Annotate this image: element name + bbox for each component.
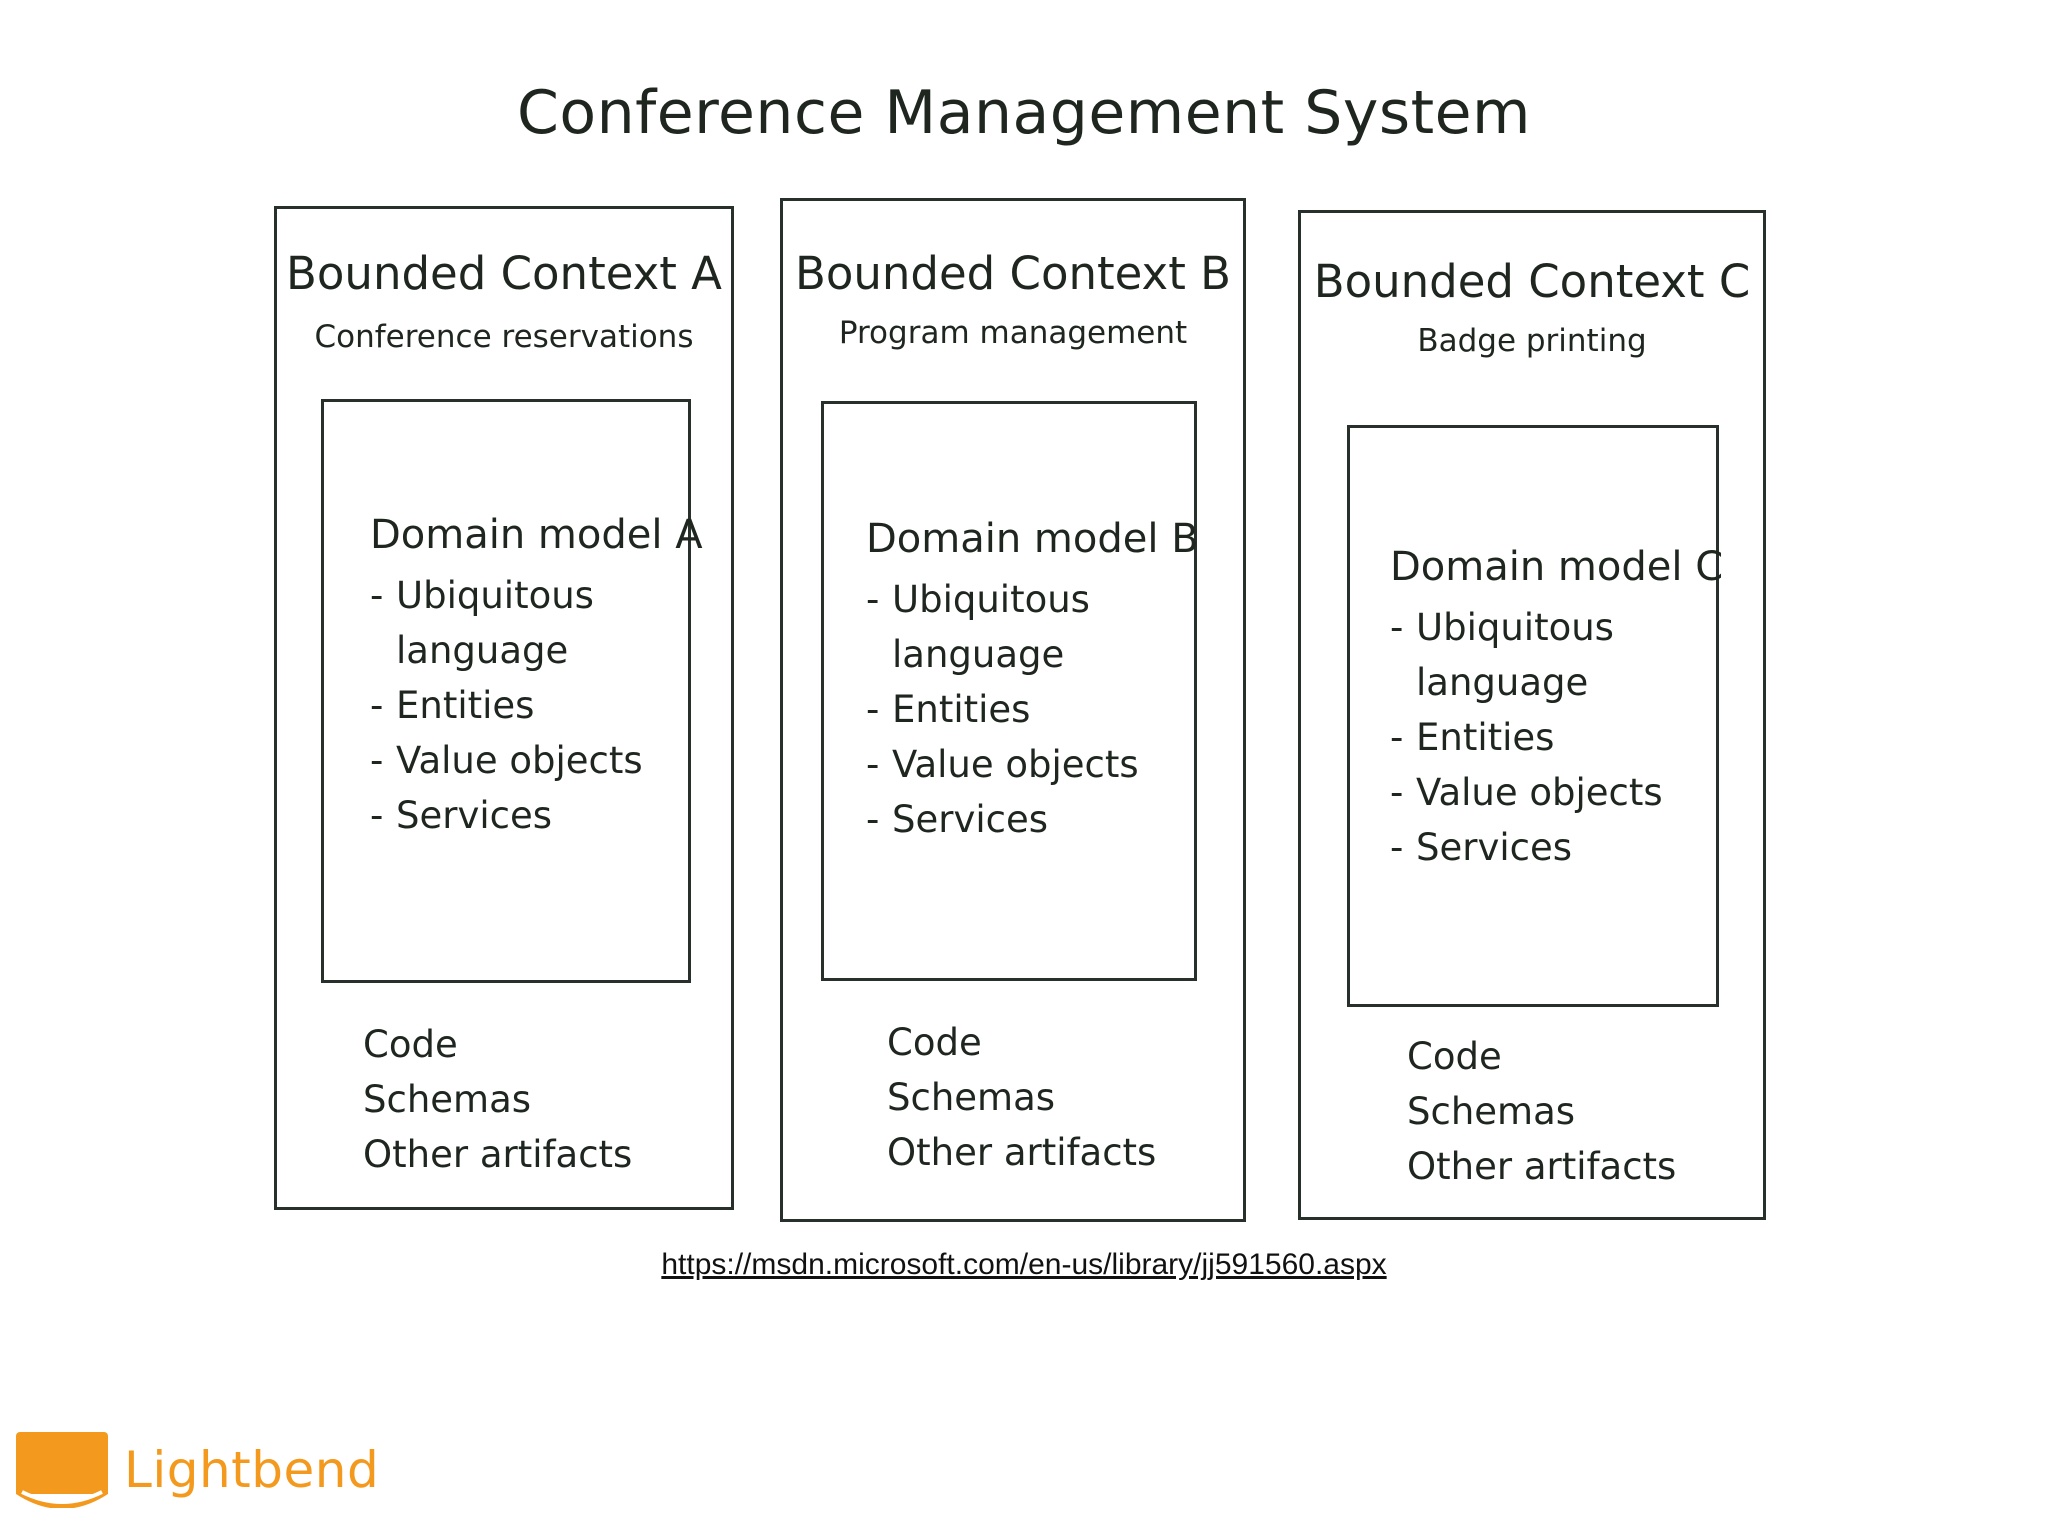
list-item: -Services [1390, 826, 1573, 869]
artifact-item: Code [363, 1023, 458, 1066]
domain-model-box: Domain model B -Ubiquitous language -Ent… [821, 401, 1199, 981]
domain-model-box: Domain model C -Ubiquitous language -Ent… [1347, 425, 1723, 1007]
domain-model-list: -Ubiquitous language -Entities -Value ob… [866, 572, 1199, 847]
diagram-title: Conference Management System [517, 78, 1531, 148]
list-item: -Value objects [1390, 771, 1663, 814]
list-item: -Ubiquitous language [1390, 606, 1614, 704]
domain-model-title: Domain model A [370, 512, 703, 558]
list-item: -Ubiquitous language [370, 574, 594, 672]
lightbend-logo: Lightbend [16, 1432, 379, 1508]
source-link[interactable]: https://msdn.microsoft.com/en-us/library… [661, 1248, 1387, 1281]
artifacts-list: Code Schemas Other artifacts [363, 1017, 632, 1182]
context-subtitle: Conference reservations [314, 319, 694, 355]
list-item: -Services [866, 798, 1049, 841]
artifact-item: Schemas [1407, 1090, 1576, 1133]
context-subtitle: Program management [838, 315, 1188, 351]
bounded-context-b: Bounded Context B Program management Dom… [780, 198, 1246, 1222]
artifact-item: Schemas [887, 1076, 1056, 1119]
bounded-context-a: Bounded Context A Conference reservation… [274, 206, 734, 1210]
bounded-context-c: Bounded Context C Badge printing Domain … [1298, 210, 1766, 1220]
artifact-item: Other artifacts [1407, 1145, 1677, 1188]
artifact-item: Code [887, 1021, 982, 1064]
artifacts-list: Code Schemas Other artifacts [887, 1015, 1156, 1180]
list-item: -Entities [1390, 716, 1555, 759]
domain-model-list: -Ubiquitous language -Entities -Value ob… [1390, 600, 1723, 875]
artifact-item: Schemas [363, 1078, 532, 1121]
list-item: -Value objects [866, 743, 1139, 786]
domain-model-list: -Ubiquitous language -Entities -Value ob… [370, 568, 703, 843]
list-item: -Ubiquitous language [866, 578, 1090, 676]
context-subtitle: Badge printing [1417, 323, 1647, 359]
domain-model-title: Domain model B [866, 516, 1199, 562]
artifact-item: Other artifacts [887, 1131, 1157, 1174]
artifact-item: Other artifacts [363, 1133, 633, 1176]
artifacts-list: Code Schemas Other artifacts [1407, 1029, 1676, 1194]
lightbend-logo-icon [16, 1432, 108, 1508]
list-item: -Entities [370, 684, 535, 727]
list-item: -Services [370, 794, 553, 837]
logo-text: Lightbend [124, 1441, 380, 1499]
context-title: Bounded Context A [286, 247, 722, 300]
domain-model-title: Domain model C [1390, 544, 1724, 590]
context-title: Bounded Context B [794, 247, 1232, 300]
list-item: -Value objects [370, 739, 643, 782]
domain-model-box: Domain model A -Ubiquitous language -Ent… [321, 399, 703, 983]
context-title: Bounded Context C [1313, 255, 1751, 308]
artifact-item: Code [1407, 1035, 1502, 1078]
list-item: -Entities [866, 688, 1031, 731]
